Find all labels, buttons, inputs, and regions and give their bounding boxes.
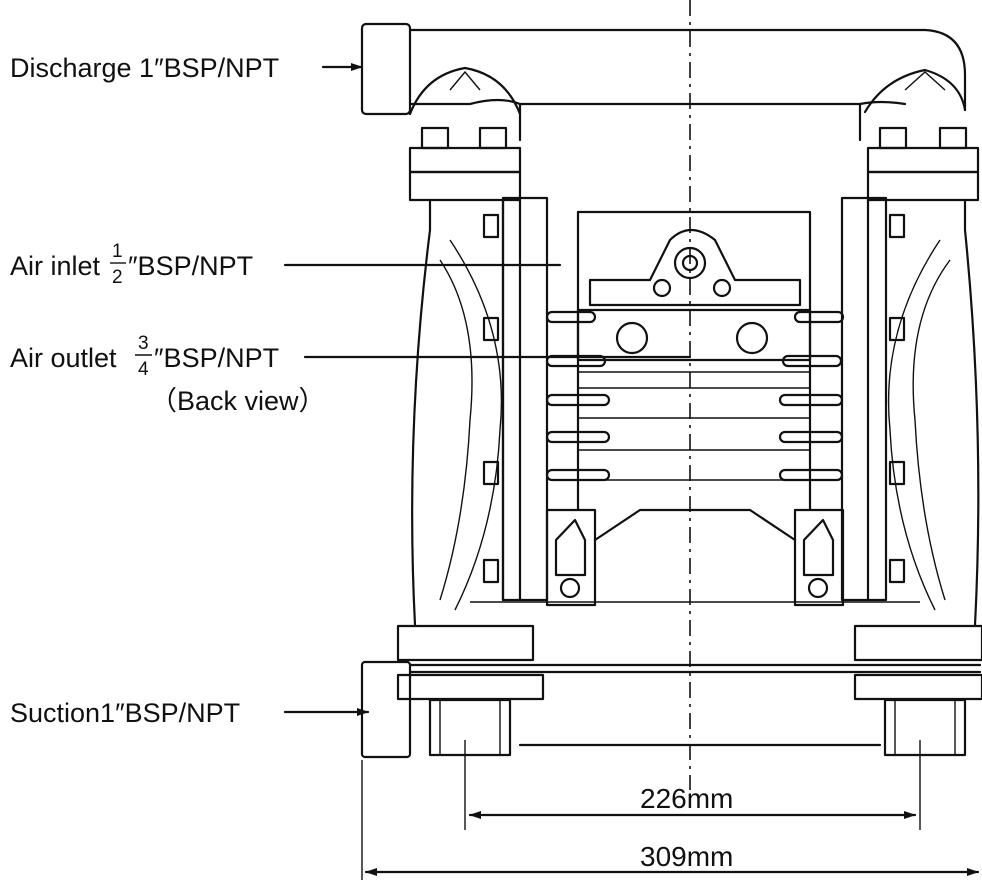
- air-inlet-label-suffix: ″BSP/NPT: [128, 251, 253, 281]
- air-outlet-label-prefix: Air outlet: [10, 343, 117, 373]
- air-outlet-back-view-note: （Back view）: [150, 386, 326, 416]
- air-outlet-numerator: 3: [138, 333, 149, 354]
- left-chamber: [411, 196, 549, 627]
- suction-manifold: [360, 624, 982, 759]
- air-inlet-label: Air inlet 1 2 ″BSP/NPT: [10, 241, 253, 288]
- leader-lines: [283, 63, 692, 716]
- air-outlet-label-suffix: ″BSP/NPT: [154, 343, 279, 373]
- outer-width-dimension: 309mm: [640, 841, 733, 872]
- air-outlet-denominator: 4: [138, 359, 149, 380]
- top-nuts: [408, 126, 980, 202]
- suction-label: Suction1″BSP/NPT: [10, 698, 240, 728]
- tie-rods: [545, 310, 845, 482]
- center-body: [576, 210, 812, 542]
- air-inlet-label-prefix: Air inlet: [10, 251, 101, 281]
- feet-brackets: [470, 508, 920, 607]
- discharge-manifold: [360, 22, 967, 142]
- inner-width-dimension: 226mm: [640, 783, 733, 814]
- air-inlet-numerator: 1: [112, 241, 123, 262]
- right-chamber: [840, 196, 980, 627]
- dimension-lines: [361, 740, 980, 880]
- air-inlet-denominator: 2: [112, 267, 123, 288]
- air-outlet-label: Air outlet 3 4 ″BSP/NPT （Back view）: [10, 333, 326, 416]
- discharge-label: Discharge 1″BSP/NPT: [10, 53, 279, 83]
